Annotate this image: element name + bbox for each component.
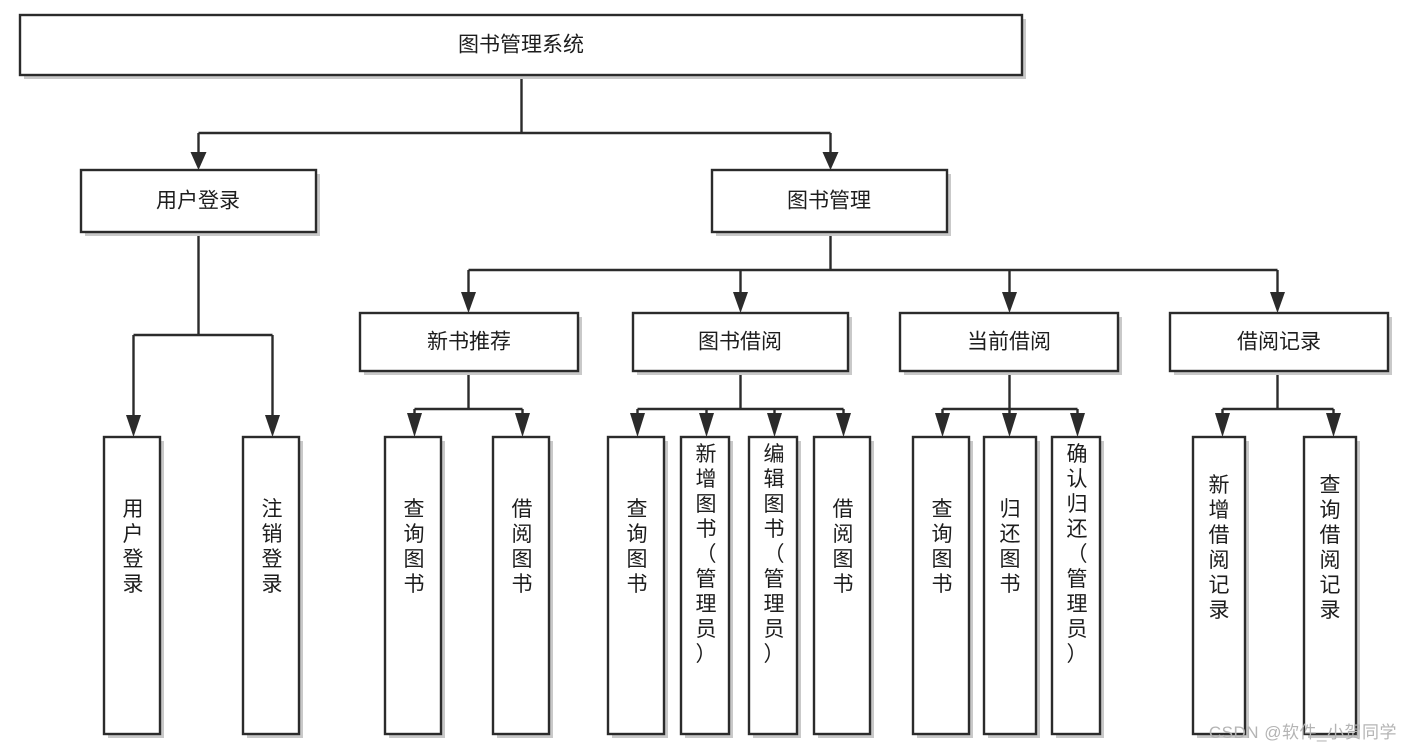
connector-group-borrow-record bbox=[1215, 375, 1341, 437]
node-leaf-confirm-return[interactable]: 确认归还（管理员） bbox=[1050, 435, 1104, 738]
arrowhead-book-borrow bbox=[733, 292, 748, 313]
node-new-book-recommend-label: 新书推荐 bbox=[427, 331, 511, 354]
node-leaf-user-logout-label: 注销登录 bbox=[262, 498, 283, 596]
arrowhead-leaf-user-logout bbox=[265, 415, 280, 437]
arrowhead-new-book-recommend bbox=[461, 292, 476, 313]
arrowhead-leaf-user-login bbox=[126, 415, 141, 437]
connector-group-current-borrow bbox=[935, 375, 1085, 437]
node-leaf-add-book[interactable]: 新增图书（管理员） bbox=[679, 435, 733, 738]
node-leaf-query-book-3[interactable]: 查询图书 bbox=[911, 435, 973, 738]
node-leaf-query-record-box[interactable] bbox=[1302, 435, 1358, 736]
arrowhead-user-login bbox=[190, 152, 207, 170]
arrowhead-leaf-add-record bbox=[1215, 413, 1230, 437]
node-book-borrow[interactable]: 图书借阅 bbox=[631, 311, 852, 375]
node-leaf-query-book-1-label: 查询图书 bbox=[404, 498, 425, 596]
node-leaf-query-book-2-box[interactable] bbox=[606, 435, 666, 736]
node-leaf-borrow-book-2[interactable]: 借阅图书 bbox=[812, 435, 874, 738]
node-user-login-label: 用户登录 bbox=[156, 190, 240, 213]
arrowhead-leaf-confirm-return bbox=[1070, 413, 1085, 437]
node-user-login-box[interactable] bbox=[79, 168, 318, 234]
node-leaf-return-book[interactable]: 归还图书 bbox=[982, 435, 1040, 738]
arrowhead-book-management bbox=[822, 152, 839, 170]
node-leaf-user-logout[interactable]: 注销登录 bbox=[241, 435, 303, 738]
node-leaf-add-record[interactable]: 新增借阅记录 bbox=[1191, 435, 1249, 738]
node-current-borrow-label: 当前借阅 bbox=[967, 331, 1051, 354]
node-borrow-record[interactable]: 借阅记录 bbox=[1168, 311, 1392, 375]
node-leaf-query-record[interactable]: 查询借阅记录 bbox=[1302, 435, 1360, 738]
node-book-borrow-label: 图书借阅 bbox=[698, 331, 782, 354]
arrowhead-borrow-record bbox=[1270, 292, 1285, 313]
node-root-box[interactable] bbox=[18, 13, 1024, 77]
node-new-book-recommend-box[interactable] bbox=[358, 311, 580, 373]
node-book-management-label: 图书管理 bbox=[787, 190, 871, 213]
node-leaf-return-book-label: 归还图书 bbox=[1000, 498, 1021, 596]
arrowhead-leaf-edit-book bbox=[767, 413, 782, 437]
node-current-borrow[interactable]: 当前借阅 bbox=[898, 311, 1122, 375]
node-leaf-borrow-book-2-label: 借阅图书 bbox=[833, 498, 854, 596]
node-leaf-query-book-3-box[interactable] bbox=[911, 435, 971, 736]
node-leaf-add-record-label: 新增借阅记录 bbox=[1209, 474, 1230, 622]
node-new-book-recommend[interactable]: 新书推荐 bbox=[358, 311, 582, 375]
node-leaf-add-book-label: 新增图书（管理员） bbox=[696, 443, 717, 666]
node-leaf-edit-book-label: 编辑图书（管理员） bbox=[764, 443, 785, 666]
node-root-label: 图书管理系统 bbox=[458, 34, 584, 57]
node-borrow-record-box[interactable] bbox=[1168, 311, 1390, 373]
node-leaf-add-record-box[interactable] bbox=[1191, 435, 1247, 736]
node-book-management[interactable]: 图书管理 bbox=[710, 168, 951, 236]
connector-group-book-borrow bbox=[630, 375, 851, 437]
node-leaf-user-login-box[interactable] bbox=[102, 435, 162, 736]
node-leaf-borrow-book-1[interactable]: 借阅图书 bbox=[491, 435, 553, 738]
node-leaf-query-book-1[interactable]: 查询图书 bbox=[383, 435, 445, 738]
node-leaf-confirm-return-label: 确认归还（管理员） bbox=[1067, 443, 1088, 666]
connector-group-root bbox=[190, 78, 839, 170]
node-leaf-user-login-label: 用户登录 bbox=[123, 498, 144, 596]
node-user-login[interactable]: 用户登录 bbox=[79, 168, 320, 236]
node-leaf-query-record-label: 查询借阅记录 bbox=[1320, 474, 1341, 622]
node-leaf-borrow-book-2-box[interactable] bbox=[812, 435, 872, 736]
node-leaf-borrow-book-1-box[interactable] bbox=[491, 435, 551, 736]
node-leaf-edit-book-box[interactable] bbox=[747, 435, 799, 736]
arrowhead-current-borrow bbox=[1002, 292, 1017, 313]
arrowhead-leaf-borrow-book-2 bbox=[836, 413, 851, 437]
arrowhead-leaf-query-book-1 bbox=[407, 413, 422, 437]
node-leaf-borrow-book-1-label: 借阅图书 bbox=[512, 498, 533, 596]
node-book-management-box[interactable] bbox=[710, 168, 949, 234]
connector-group-new-book-recommend bbox=[407, 375, 530, 437]
node-leaf-confirm-return-box[interactable] bbox=[1050, 435, 1102, 736]
node-leaf-query-book-3-label: 查询图书 bbox=[932, 498, 953, 596]
node-leaf-query-book-2-label: 查询图书 bbox=[627, 498, 648, 596]
arrowhead-leaf-query-book-3 bbox=[935, 413, 950, 437]
node-leaf-return-book-box[interactable] bbox=[982, 435, 1038, 736]
arrowhead-leaf-add-book bbox=[699, 413, 714, 437]
arrowhead-leaf-borrow-book-1 bbox=[515, 413, 530, 437]
node-leaf-query-book-1-box[interactable] bbox=[383, 435, 443, 736]
node-leaf-add-book-box[interactable] bbox=[679, 435, 731, 736]
connector-group-book-management bbox=[461, 233, 1285, 313]
arrowhead-leaf-query-book-2 bbox=[630, 413, 645, 437]
csdn-watermark: CSDN @软件_小贺同学 bbox=[1208, 723, 1397, 742]
node-root[interactable]: 图书管理系统 bbox=[18, 13, 1026, 79]
node-leaf-user-login[interactable]: 用户登录 bbox=[102, 435, 164, 738]
arrowhead-leaf-return-book bbox=[1002, 413, 1017, 437]
arrowhead-leaf-query-record bbox=[1326, 413, 1341, 437]
node-current-borrow-box[interactable] bbox=[898, 311, 1120, 373]
node-book-borrow-box[interactable] bbox=[631, 311, 850, 373]
node-leaf-edit-book[interactable]: 编辑图书（管理员） bbox=[747, 435, 801, 738]
node-leaf-user-logout-box[interactable] bbox=[241, 435, 301, 736]
node-leaf-query-book-2[interactable]: 查询图书 bbox=[606, 435, 668, 738]
connector-group-user-login bbox=[126, 233, 280, 437]
node-borrow-record-label: 借阅记录 bbox=[1237, 331, 1321, 354]
